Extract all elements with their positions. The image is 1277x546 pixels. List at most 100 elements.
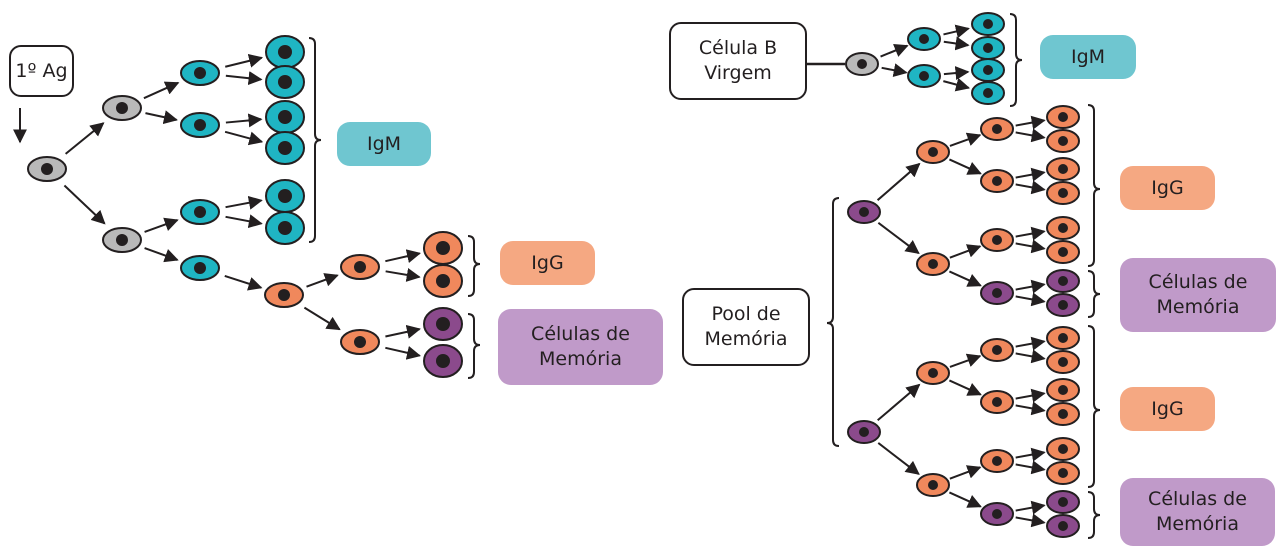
memory-cell-icon	[423, 344, 463, 378]
igg-cell-icon	[1046, 129, 1080, 153]
arrow-icon	[145, 110, 178, 125]
igg-cell-icon	[980, 228, 1014, 252]
memory-cell-icon	[980, 502, 1014, 526]
igg-cell-icon	[423, 264, 463, 298]
bracket-icon	[467, 235, 481, 297]
naive-cell-icon	[102, 227, 142, 253]
naive-cell-icon	[845, 52, 879, 76]
memory-cell-icon	[1046, 269, 1080, 293]
memory-pool-box: Pool de Memória	[682, 288, 810, 366]
arrow-icon	[877, 442, 920, 475]
arrow-icon	[144, 217, 179, 233]
igg-cell-icon	[916, 473, 950, 497]
arrow-icon	[225, 195, 263, 210]
arrow-icon	[1015, 336, 1046, 351]
arrow-icon	[1015, 447, 1046, 462]
arrow-icon	[877, 383, 921, 422]
igg-cell-icon	[916, 140, 950, 164]
arrow-icon	[385, 268, 421, 282]
igg-cell-icon	[1046, 378, 1080, 402]
igg-cell-icon	[340, 254, 380, 280]
igg-label: IgG	[1151, 176, 1184, 199]
igg-cell-icon	[980, 449, 1014, 473]
arrow-icon	[306, 273, 339, 288]
igg-cell-icon	[1046, 350, 1080, 374]
memory-cells-badge-primary: Células de Memória	[498, 309, 663, 385]
memory-cell-icon	[423, 307, 463, 341]
igg-cell-icon	[1046, 216, 1080, 240]
arrow-icon	[1015, 292, 1046, 307]
igg-cell-icon	[980, 390, 1014, 414]
primary-antigen-box: 1º Ag	[9, 45, 74, 97]
arrow-icon	[943, 66, 970, 81]
arrow-icon	[225, 53, 264, 68]
igm-cell-icon	[907, 64, 941, 88]
bracket-icon	[308, 37, 322, 243]
igg-cell-icon	[1046, 240, 1080, 264]
igg-cell-icon	[980, 338, 1014, 362]
memory-cell-icon	[1046, 514, 1080, 538]
memory-cells-badge-secondary-bottom: Células de Memória	[1120, 478, 1275, 546]
igg-cell-icon	[423, 231, 463, 265]
igg-label: IgG	[1151, 397, 1184, 420]
arrow-icon	[224, 275, 263, 291]
arrow-icon	[948, 158, 982, 175]
arrow-icon	[948, 270, 982, 287]
igm-cell-icon	[265, 35, 305, 69]
memory-cell-icon	[1046, 293, 1080, 317]
bracket-icon	[1087, 270, 1101, 318]
memory-cells-badge-secondary-top: Células de Memória	[1120, 258, 1276, 332]
arrow-icon	[943, 36, 970, 51]
igg-cell-icon	[1046, 326, 1080, 350]
arrow-icon	[225, 71, 263, 86]
arrow-icon	[1015, 226, 1046, 241]
naive-cell-icon	[102, 95, 142, 121]
arrow-icon	[385, 249, 421, 263]
bracket-icon	[826, 197, 840, 447]
arrow-icon	[225, 113, 263, 128]
memory-cell-icon	[847, 200, 881, 224]
arrow-icon	[948, 379, 982, 396]
igg-cell-icon	[264, 282, 304, 308]
arrow-icon	[1015, 279, 1046, 294]
igg-cell-icon	[1046, 437, 1080, 461]
memory-cells-label: Células de Memória	[1148, 271, 1248, 318]
memory-cell-icon	[980, 281, 1014, 305]
igg-badge-secondary-bottom: IgG	[1120, 387, 1215, 431]
igm-badge-primary: IgM	[337, 122, 431, 166]
memory-cell-icon	[1046, 490, 1080, 514]
igm-cell-icon	[180, 60, 220, 86]
arrow-icon	[949, 132, 982, 147]
igm-cell-icon	[265, 100, 305, 134]
igg-cell-icon	[1046, 181, 1080, 205]
igm-cell-icon	[265, 211, 305, 245]
igg-cell-icon	[340, 329, 380, 355]
naive-cell-icon	[27, 156, 67, 182]
igg-cell-icon	[980, 169, 1014, 193]
igm-cell-icon	[180, 112, 220, 138]
igm-cell-icon	[907, 27, 941, 51]
naive-b-cell-box: Célula B Virgem	[669, 22, 807, 100]
bracket-icon	[1087, 325, 1101, 488]
igm-cell-icon	[265, 179, 305, 213]
arrow-icon	[385, 324, 421, 339]
arrow-icon	[880, 43, 909, 58]
arrow-icon	[876, 162, 921, 201]
arrow-icon	[877, 222, 920, 255]
bracket-icon	[1009, 13, 1023, 107]
igg-cell-icon	[1046, 157, 1080, 181]
memory-cells-label: Células de Memória	[1148, 488, 1247, 535]
igg-cell-icon	[1046, 461, 1080, 485]
arrow-icon	[144, 247, 179, 263]
igg-label: IgG	[531, 251, 564, 274]
bracket-icon	[467, 313, 481, 379]
arrow-icon	[881, 63, 908, 78]
igm-cell-icon	[971, 12, 1005, 36]
igg-badge-primary: IgG	[500, 241, 595, 285]
memory-cell-icon	[847, 420, 881, 444]
arrow-icon	[64, 122, 105, 155]
igg-cell-icon	[916, 361, 950, 385]
memory-cells-label: Células de Memória	[531, 323, 630, 370]
arrow-icon	[1015, 349, 1046, 364]
arrow-icon	[949, 353, 982, 368]
